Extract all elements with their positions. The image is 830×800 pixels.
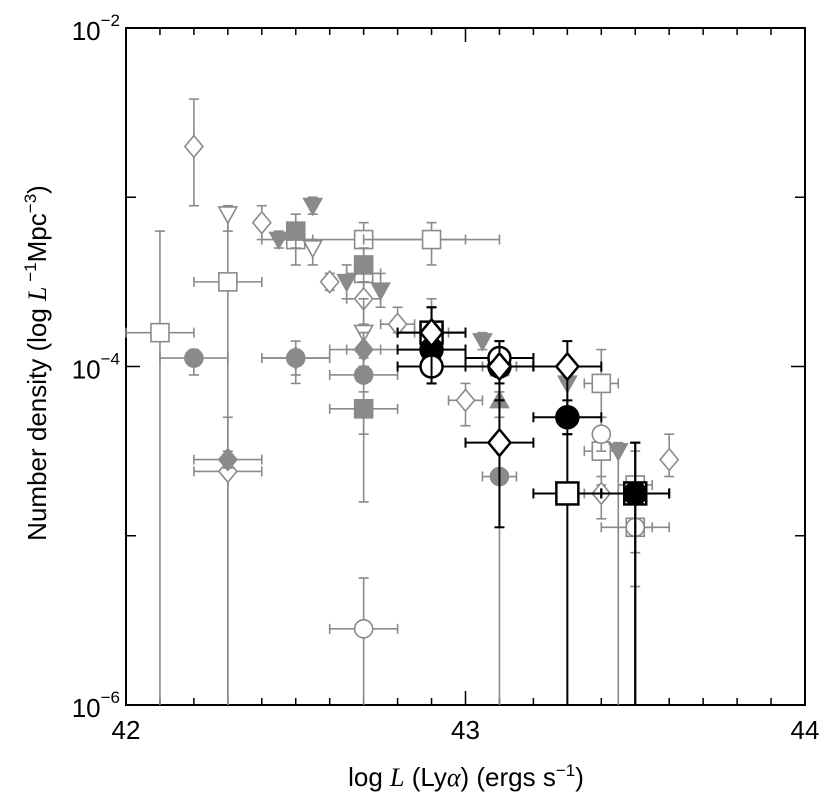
y-tick-exponent: −2 — [101, 11, 120, 30]
data-point-diamond-filled — [217, 447, 238, 472]
data-point-diamond-open — [486, 351, 513, 382]
data-point-triangle-down-filled — [370, 282, 391, 301]
data-point-diamond-open — [418, 317, 445, 348]
x-axis-title: log L (Lyα) (ergs s−1) — [348, 761, 584, 792]
series-triangle-down-filled-gray — [268, 196, 629, 705]
data-point-circle-filled — [353, 365, 374, 385]
data-point-diamond-open — [659, 447, 680, 472]
y-axis-title: Number density (log L −1Mpc−3) — [21, 185, 52, 541]
data-point-square-open — [150, 322, 170, 343]
y-tick-exponent: −4 — [101, 350, 120, 369]
y-tick-label: 10−2 — [72, 11, 120, 46]
data-point-triangle-down-filled — [302, 197, 324, 217]
data-point-square-filled — [353, 255, 374, 275]
data-point-square-open — [555, 481, 580, 506]
y-tick-base: 10 — [72, 16, 101, 46]
y-tick-base: 10 — [72, 355, 101, 385]
data-point-diamond-filled — [353, 337, 374, 362]
x-tick-label: 43 — [451, 715, 480, 745]
data-point-triangle-down-filled — [268, 231, 290, 251]
data-point-triangle-down-filled — [472, 333, 493, 352]
data-point-circle-open — [353, 619, 374, 639]
data-point-circle-filled — [184, 348, 204, 368]
series-diamond-open-black — [396, 306, 603, 529]
axis-ticks — [125, 27, 806, 706]
data-point-diamond-open — [486, 427, 513, 458]
data-point-diamond-open — [455, 388, 476, 413]
data-point-square-open — [218, 272, 238, 292]
data-point-triangle-down-open — [217, 206, 239, 225]
data-point-triangle-down-filled — [336, 273, 358, 293]
x-tick-label: 42 — [112, 715, 141, 745]
series-diamond-open-gray — [183, 98, 680, 705]
data-point-circle-filled — [285, 348, 306, 368]
data-point-triangle-down-open — [302, 240, 324, 259]
data-point-diamond-open — [319, 269, 340, 294]
data-point-circle-open — [591, 424, 612, 445]
y-tick-label: 10−6 — [72, 688, 120, 723]
data-point-circle-filled — [623, 481, 648, 506]
data-point-diamond-open — [183, 134, 204, 159]
data-point-diamond-open — [251, 210, 272, 235]
data-marks — [125, 98, 680, 705]
data-point-triangle-down-filled — [607, 443, 629, 462]
data-point-square-open — [421, 229, 442, 250]
y-tick-exponent: −6 — [101, 688, 120, 707]
x-tick-label: 44 — [791, 715, 820, 745]
data-point-diamond-open — [554, 351, 580, 382]
data-point-square-open — [591, 373, 612, 394]
data-point-square-filled — [285, 221, 306, 241]
y-tick-base: 10 — [72, 693, 101, 723]
y-tick-label: 10−4 — [72, 350, 120, 385]
